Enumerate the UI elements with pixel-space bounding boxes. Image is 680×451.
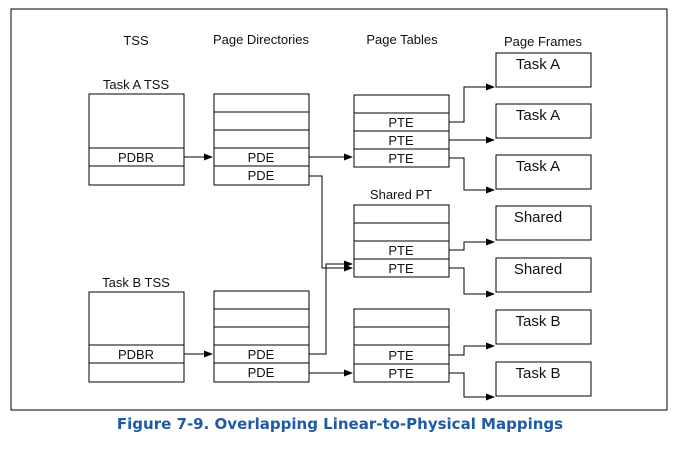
shared-pt-entry-1: PTE: [388, 243, 414, 258]
frame-label-7: Task B: [515, 365, 560, 382]
page-directory-a: [213, 93, 310, 186]
pt-b-entry-1: PTE: [388, 348, 414, 363]
pd-b-entry-1: PDE: [248, 347, 275, 362]
task-b-pdbr: PDBR: [118, 347, 154, 362]
frame-box-3: [495, 154, 592, 190]
figure-caption: Figure 7-9. Overlapping Linear-to-Physic…: [116, 415, 564, 433]
pt-a-entry-2: PTE: [388, 133, 414, 148]
frame-label-5: Shared: [514, 261, 562, 278]
frame-label-3: Task A: [516, 158, 560, 175]
task-a-tss-label: Task A TSS: [103, 77, 170, 92]
arrow-pt-b2-to-frame-7: [449, 372, 495, 401]
frame-box-7: [495, 361, 592, 397]
frame-label-6: Task B: [515, 313, 560, 330]
frame-box-1: [495, 52, 592, 88]
arrow-pde-b1-to-shared-pt: [309, 260, 353, 355]
arrow-pt-a1-to-frame-1: [449, 83, 495, 123]
frame-label-4: Shared: [514, 209, 562, 226]
task-b-tss-label: Task B TSS: [102, 275, 170, 290]
page-directory-b: [213, 290, 310, 383]
task-a-tss: [88, 93, 185, 186]
frame-label-2: Task A: [516, 107, 560, 124]
header-page-frames: Page Frames: [504, 34, 583, 49]
pd-a-entry-2: PDE: [248, 168, 275, 183]
header-tss: TSS: [123, 33, 149, 48]
pd-b-entry-2: PDE: [248, 365, 275, 380]
pt-a-entry-1: PTE: [388, 115, 414, 130]
pd-a-entry-1: PDE: [248, 150, 275, 165]
frame-label-1: Task A: [516, 56, 560, 73]
page-frames: [495, 52, 592, 397]
frame-box-5: [495, 257, 592, 293]
shared-page-table: [353, 204, 450, 278]
diagram-frame: [10, 8, 668, 411]
task-b-tss: [88, 291, 185, 383]
arrow-shared-pt2-to-frame-5: [449, 267, 495, 298]
frame-box-2: [495, 103, 592, 139]
arrow-shared-pt1-to-frame-4: [449, 238, 495, 251]
page-table-a: [353, 94, 450, 168]
header-page-directories: Page Directories: [213, 32, 310, 47]
arrow-pde-a2-to-shared-pt: [309, 175, 353, 272]
page-table-b: [353, 308, 450, 383]
frame-box-4: [495, 205, 592, 241]
header-page-tables: Page Tables: [366, 32, 438, 47]
arrow-pt-b1-to-frame-6: [449, 342, 495, 356]
shared-pt-label: Shared PT: [370, 187, 432, 202]
pt-a-entry-3: PTE: [388, 151, 414, 166]
arrow-pt-a3-to-frame-3: [449, 157, 495, 194]
pt-b-entry-2: PTE: [388, 366, 414, 381]
task-a-pdbr: PDBR: [118, 150, 154, 165]
frame-box-6: [495, 309, 592, 345]
shared-pt-entry-2: PTE: [388, 261, 414, 276]
